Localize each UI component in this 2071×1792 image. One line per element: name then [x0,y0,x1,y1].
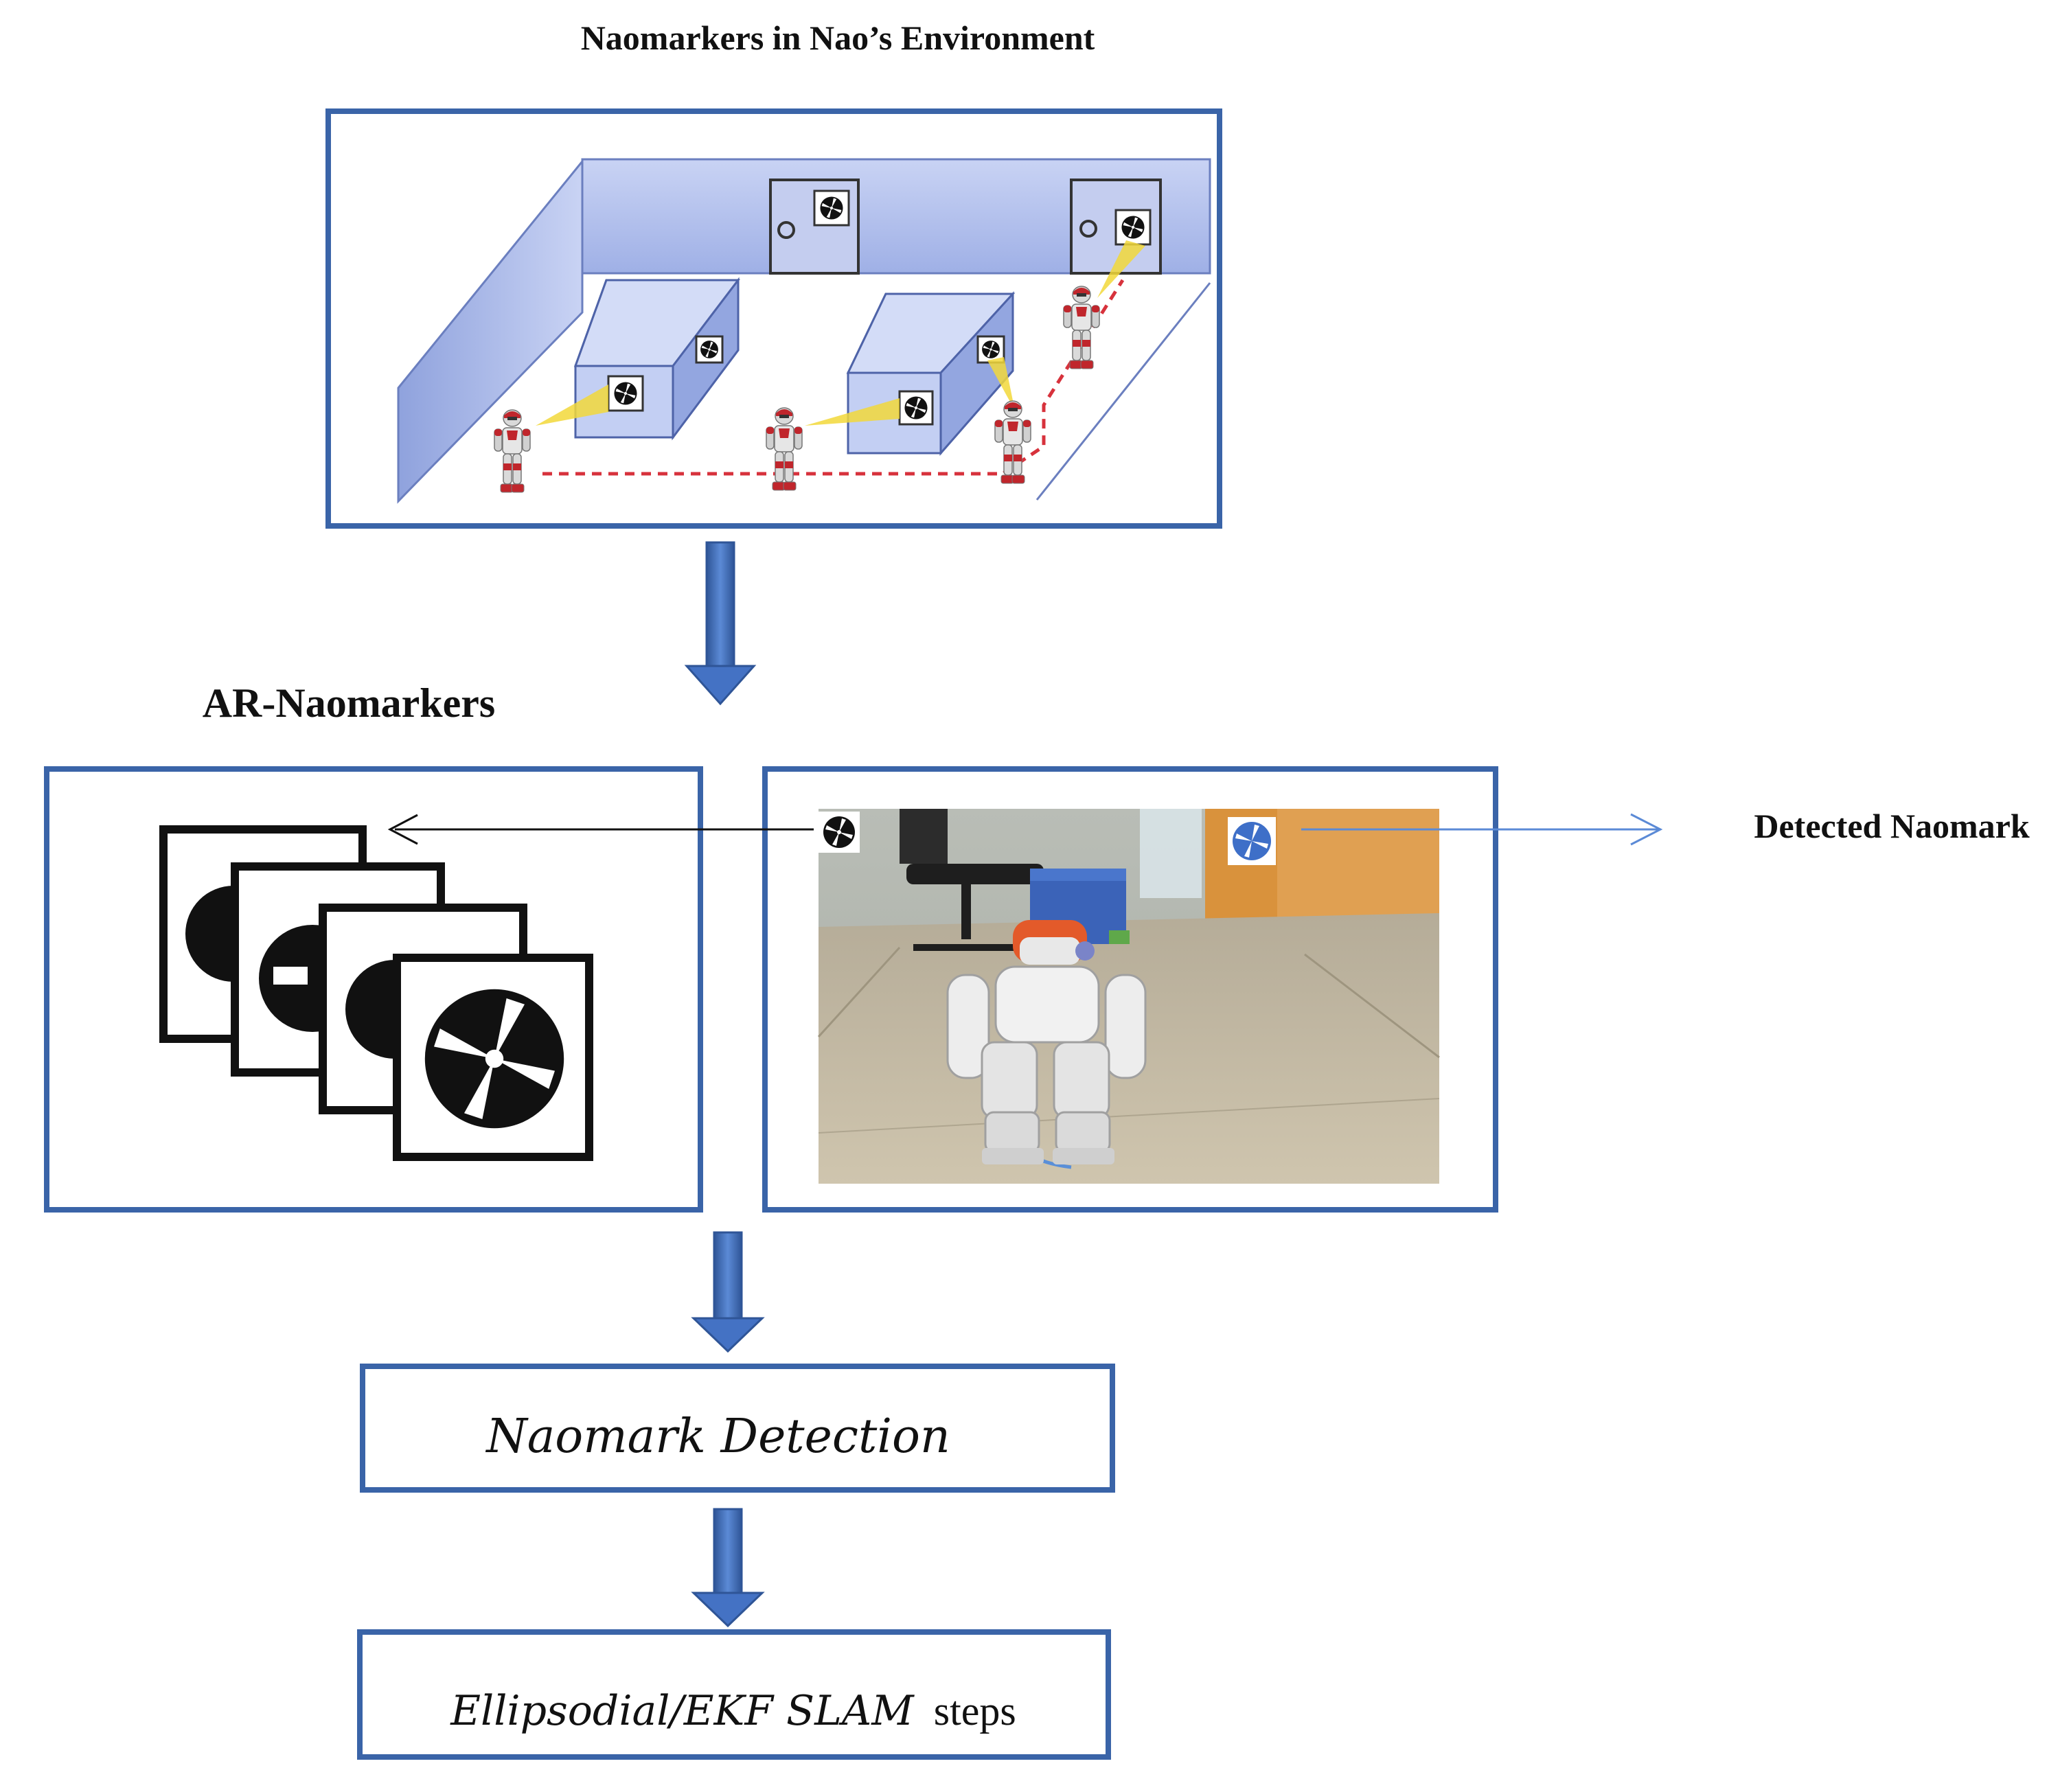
markers-heading: AR-Naomarkers [203,680,496,726]
detected-naomark-icon [1228,817,1276,865]
flow-arrow-down-1 [684,541,757,706]
nao-robot-photo [946,920,1147,1169]
robot-camera-photo [817,809,1440,1184]
match-arrow [387,814,814,845]
flow-arrow-down-2 [691,1231,765,1353]
diagram-title: Naomarkers in Nao’s Environment [581,19,1095,57]
naomark-stack-panel [44,766,703,1213]
detection-step: Naomark Detection [360,1364,1115,1493]
naomark-icon [424,989,564,1129]
detection-step-label: Naomark Detection [485,1410,950,1464]
flow-arrow-down-3 [691,1508,765,1628]
slam-step: Ellipsodial/EKF SLAM steps [357,1629,1111,1760]
slam-step-frame [357,1629,1111,1760]
environment-panel [325,108,1222,529]
slam-step-method: Ellipsodial/EKF SLAM [450,1687,915,1735]
detected-naomark-label: Detected Naomark [1754,807,2029,845]
naomark-stack-icon [159,825,593,1161]
door-right [1070,179,1162,275]
detected-pointer-arrow [1301,813,1663,846]
crate-left [573,277,741,441]
slam-step-label: Ellipsodial/EKF SLAM steps [450,1687,1016,1735]
camera-view-panel [762,766,1498,1213]
slam-step-suffix: steps [934,1688,1016,1734]
door-left [769,179,860,275]
detection-step-frame [360,1364,1115,1493]
warehouse-scene-illustration [397,158,1211,504]
